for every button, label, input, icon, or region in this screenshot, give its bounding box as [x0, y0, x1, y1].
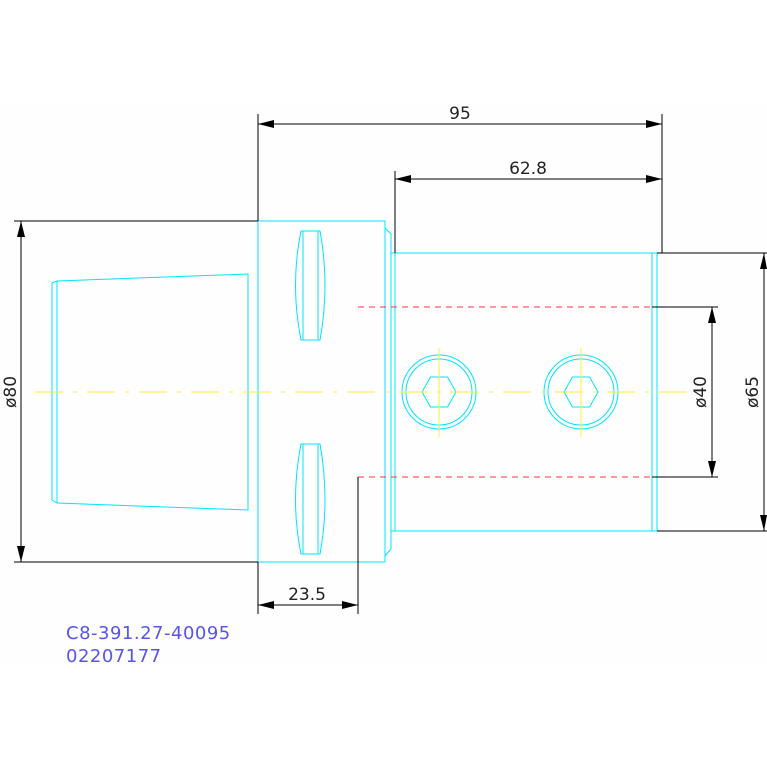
- dim-body-length-label: 62.8: [509, 159, 547, 179]
- dim-flange-diameter-label: ø80: [1, 376, 21, 408]
- dim-body-diameter: [657, 252, 767, 532]
- body: [394, 252, 658, 532]
- dim-bore-diameter: [652, 306, 718, 478]
- order-code: 02207177: [66, 646, 162, 667]
- dim-flange-diameter: [14, 220, 258, 563]
- part-number: C8-391.27-40095: [66, 623, 231, 644]
- dim-overall-length: [257, 114, 663, 253]
- dim-body-diameter-label: ø65: [743, 376, 763, 408]
- drawing-background: [0, 103, 767, 663]
- dim-body-length: [394, 171, 662, 253]
- dim-bore-diameter-label: ø40: [691, 376, 711, 408]
- dim-overall-length-label: 95: [449, 104, 471, 124]
- dim-shank-length: [257, 477, 359, 614]
- flange-step: [384, 227, 392, 557]
- drive-slot-bottom: [295, 443, 326, 555]
- dim-shank-length-label: 23.5: [288, 585, 326, 605]
- drive-slot-top: [295, 230, 326, 341]
